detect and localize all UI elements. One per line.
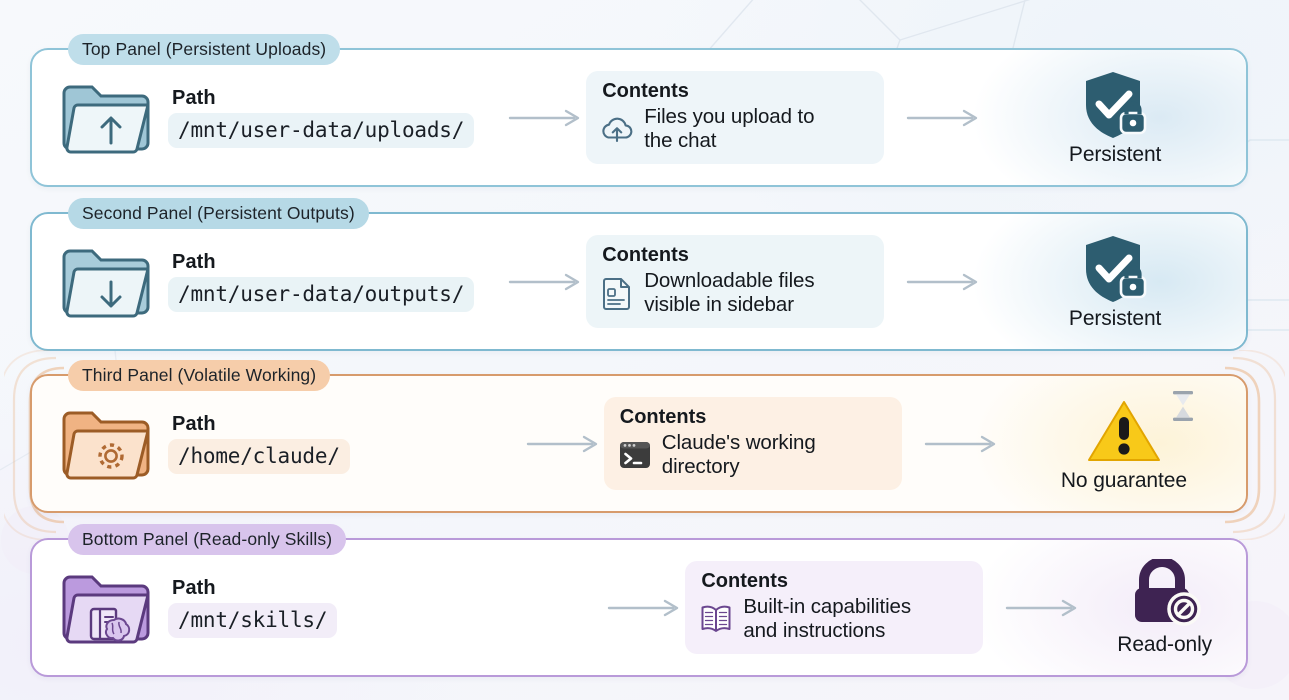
folder-gear-icon xyxy=(62,411,150,479)
contents-card: Contents Downloadable files visible in s… xyxy=(586,235,885,328)
panel-tag-label: Bottom Panel (Read-only Skills) xyxy=(68,524,347,555)
panel-bottom-readonly-skills[interactable]: Bottom Panel (Read-only Skills) xyxy=(30,524,1248,677)
shield-check-lock-icon xyxy=(1077,69,1153,141)
warning-triangle-icon xyxy=(1086,395,1162,467)
status-badge: Persistent xyxy=(1068,306,1162,330)
contents-text: Downloadable files visible in sidebar xyxy=(644,269,815,316)
panel-third-volatile-working[interactable]: Third Panel (Volatile Working) Path /hom… xyxy=(30,360,1248,513)
arrow-path-to-contents-icon xyxy=(508,271,586,293)
cloud-upload-icon xyxy=(600,112,634,146)
shield-check-lock-icon xyxy=(1077,233,1153,305)
contents-card: Contents Claude's working directory xyxy=(603,397,902,490)
terminal-icon xyxy=(618,438,652,472)
status-group: Persistent xyxy=(1006,69,1224,167)
path-value[interactable]: /mnt/user-data/uploads/ xyxy=(168,113,475,148)
arrow-path-to-contents-icon xyxy=(508,107,586,129)
contents-text: Files you upload to the chat xyxy=(644,105,815,152)
contents-text: Built-in capabilities and instructions xyxy=(743,595,912,642)
contents-text: Claude's working directory xyxy=(661,431,816,478)
status-group: Persistent xyxy=(1006,233,1224,331)
panel-tag-label: Top Panel (Persistent Uploads) xyxy=(68,34,341,65)
status-group: Read-only xyxy=(1105,559,1224,657)
contents-label: Contents xyxy=(602,244,689,267)
status-group: No guarantee xyxy=(1024,395,1224,493)
path-value[interactable]: /home/claude/ xyxy=(168,439,350,474)
path-label: Path xyxy=(172,87,216,109)
arrow-contents-to-status-icon xyxy=(906,107,984,129)
path-label: Path xyxy=(172,413,216,435)
folder-skills-icon xyxy=(62,575,150,643)
status-badge: Read-only xyxy=(1117,632,1213,656)
path-value[interactable]: /mnt/user-data/outputs/ xyxy=(168,277,475,312)
status-badge: No guarantee xyxy=(1060,468,1187,492)
open-book-icon xyxy=(699,602,733,636)
panel-tag-label: Third Panel (Volatile Working) xyxy=(68,360,331,391)
document-icon xyxy=(600,276,634,310)
panel-top-persistent-uploads[interactable]: Top Panel (Persistent Uploads) Path /mnt… xyxy=(30,34,1248,187)
contents-label: Contents xyxy=(701,570,788,593)
arrow-contents-to-status-icon xyxy=(1005,597,1083,619)
arrow-path-to-contents-icon xyxy=(526,433,604,455)
arrow-path-to-contents-icon xyxy=(607,597,685,619)
arrow-contents-to-status-icon xyxy=(924,433,1002,455)
contents-card: Contents Built-in capabilities and instr… xyxy=(685,561,984,654)
status-badge: Persistent xyxy=(1068,142,1162,166)
path-group: Path /mnt/skills/ xyxy=(58,571,338,645)
folder-download-icon xyxy=(62,249,150,317)
path-label: Path xyxy=(172,577,216,599)
path-group: Path /mnt/user-data/uploads/ xyxy=(58,81,475,155)
folder-upload-icon xyxy=(62,85,150,153)
panel-second-persistent-outputs[interactable]: Second Panel (Persistent Outputs) Path /… xyxy=(30,198,1248,351)
lock-blocked-icon xyxy=(1127,559,1203,631)
arrow-contents-to-status-icon xyxy=(906,271,984,293)
contents-label: Contents xyxy=(619,406,707,429)
path-value[interactable]: /mnt/skills/ xyxy=(168,603,338,638)
path-group: Path /mnt/user-data/outputs/ xyxy=(58,245,475,319)
path-label: Path xyxy=(172,251,216,273)
path-group: Path /home/claude/ xyxy=(58,407,350,481)
panel-tag-label: Second Panel (Persistent Outputs) xyxy=(68,198,369,229)
contents-label: Contents xyxy=(602,80,689,103)
contents-card: Contents Files you upload to the chat xyxy=(586,71,885,164)
